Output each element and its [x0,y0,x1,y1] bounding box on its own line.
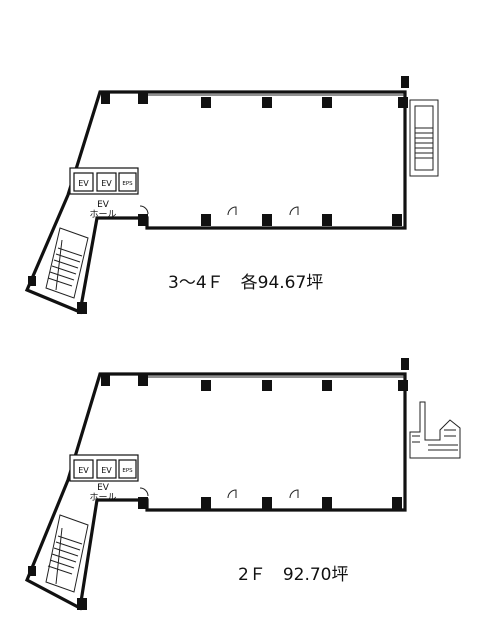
doors [139,205,299,216]
ev-hall-label: ホール [89,492,116,503]
eps-room [118,459,137,479]
elevator-1 [73,459,94,479]
columns [28,76,409,314]
elevator-label: EV [101,179,112,188]
elevator-2 [96,459,117,479]
internal-stair [45,227,89,299]
elevator-core: EV EV EPS EV ホール [69,167,139,220]
floor-plan-2f: EV EV EPS EV ホール 2Ｆ 92.70坪 [24,358,461,611]
exterior-wall [24,372,407,611]
elevator-label: EV [78,466,89,475]
ev-hall-label: EV [97,200,110,210]
internal-stair [45,514,89,593]
elevator-2 [96,172,117,192]
floor-area-label: 3～4Ｆ 各94.67坪 [168,273,323,293]
elevator-label: EV [101,466,112,475]
doors [139,487,299,499]
external-stair [409,99,439,177]
elevator-core: EV EV EPS EV ホール [69,454,139,503]
eps-label: EPS [122,181,133,187]
exterior-wall [24,90,407,315]
eps-label: EPS [122,468,133,474]
ev-hall-label: ホール [89,209,116,220]
eps-room [118,172,137,192]
columns [28,358,409,610]
floor-area-label: 2Ｆ 92.70坪 [238,565,348,585]
external-stair [409,401,461,459]
ev-hall-label: EV [97,483,110,493]
elevator-1 [73,172,94,192]
elevator-label: EV [78,179,89,188]
floor-plan-3-4f: EV EV EPS EV ホール 3～4Ｆ 各94.67坪 [24,76,439,315]
